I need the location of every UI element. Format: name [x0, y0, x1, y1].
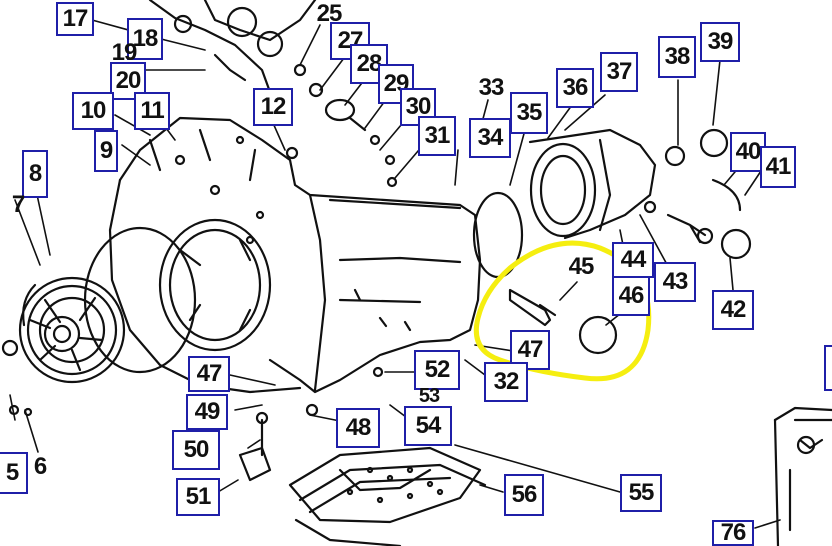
flexplate-part — [18, 276, 126, 384]
sensor-plug-part — [578, 315, 618, 355]
callout-32: 32 — [484, 362, 528, 402]
callout-19: 19 — [111, 39, 138, 66]
callout-37: 37 — [600, 52, 638, 92]
transmission-case-part — [108, 116, 482, 417]
callout-76: 76 — [712, 520, 754, 546]
callout-18: 18 — [127, 18, 163, 60]
callout-10: 10 — [72, 92, 114, 130]
callout-52: 52 — [414, 350, 460, 390]
callout-43: 43 — [654, 262, 696, 302]
callout-41: 41 — [760, 146, 796, 188]
callout-51: 51 — [176, 478, 220, 516]
callout-42: 42 — [712, 290, 754, 330]
callout-9: 9 — [94, 130, 118, 172]
callout-35: 35 — [510, 92, 548, 134]
callout-49: 49 — [186, 394, 228, 430]
extension-housing-part — [472, 128, 752, 279]
callout-54: 54 — [404, 406, 452, 446]
valve-body-part — [288, 446, 487, 546]
highlight-loop — [473, 240, 652, 382]
callout-12: 12 — [253, 88, 293, 126]
callout-25: 25 — [316, 0, 343, 27]
callout-33: 33 — [478, 74, 505, 101]
callout-56: 56 — [504, 474, 544, 516]
bracket-part — [238, 411, 272, 482]
callout-8: 8 — [22, 150, 48, 198]
callout-5: 5 — [0, 452, 28, 494]
callout-44: 44 — [612, 242, 654, 278]
callout-6: 6 — [33, 453, 47, 480]
callout-53: 53 — [418, 385, 440, 407]
callout-39: 39 — [700, 22, 740, 62]
callout-11: 11 — [134, 92, 170, 130]
cutoff-part-bottom-right — [773, 406, 832, 546]
callout-50: 50 — [172, 430, 220, 470]
callout-38: 38 — [658, 36, 696, 78]
speed-sensor-part — [508, 288, 557, 327]
callout-36: 36 — [556, 68, 594, 108]
callout-45: 45 — [568, 253, 595, 280]
callout-46: 46 — [612, 276, 650, 316]
callout-55: 55 — [620, 474, 662, 512]
callout-34: 34 — [469, 118, 511, 158]
small-seal-part — [1, 339, 19, 357]
gasket-ring-part — [83, 226, 197, 374]
callout-31: 31 — [418, 116, 456, 156]
callout-7: 7 — [11, 191, 25, 218]
callout-17: 17 — [56, 2, 94, 36]
callout-29: 29 — [378, 64, 414, 104]
callout-47-left: 47 — [188, 356, 230, 392]
callout-48: 48 — [336, 408, 380, 448]
cutoff-callout-right-edge — [824, 345, 832, 391]
